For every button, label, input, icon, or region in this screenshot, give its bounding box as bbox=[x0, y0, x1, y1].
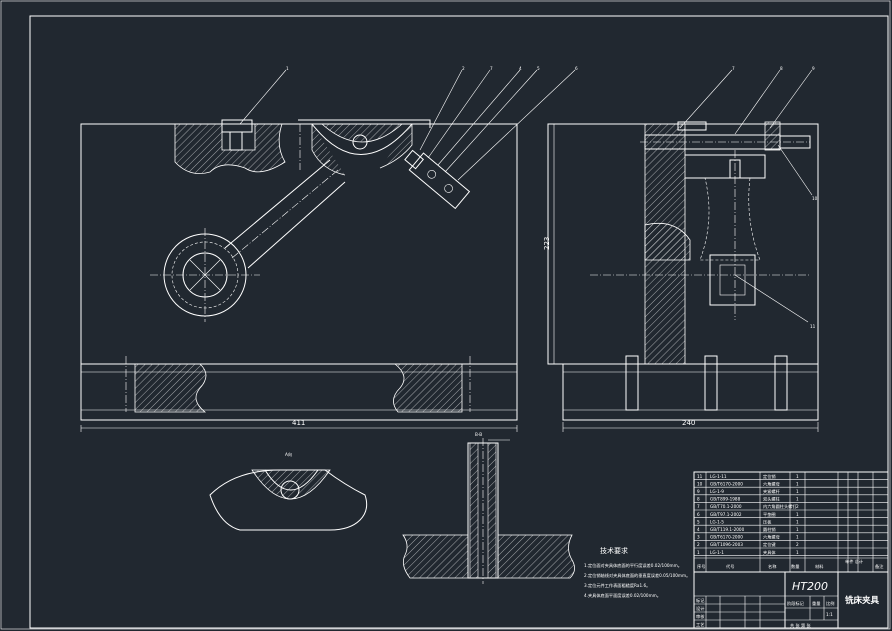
tech-req-line-2: 2.定位销轴线对夹具体底面的垂直度误差0.05/100mm。 bbox=[584, 572, 690, 579]
bom-header-no: 序号 bbox=[697, 563, 705, 570]
balloon-5: 5 bbox=[537, 66, 540, 71]
bom-cell-code: LG-1-1 bbox=[710, 550, 724, 555]
bom-cell-no: 5 bbox=[697, 519, 700, 524]
bom-header-code: 代号 bbox=[726, 563, 734, 570]
inner-border bbox=[29, 15, 889, 629]
bom-cell-code: GB/T1096-2003 bbox=[710, 542, 743, 547]
tech-req-line-4: 4.夹具体底面平面度误差0.02/100mm。 bbox=[584, 592, 661, 599]
bom-cell-name: 双头螺柱 bbox=[763, 496, 781, 503]
balloon-11-side: 11 bbox=[810, 324, 816, 329]
bom-cell-name: 压板 bbox=[763, 518, 772, 525]
balloon-leaders-front bbox=[239, 69, 576, 181]
bom-cell-qty: 1 bbox=[796, 512, 799, 517]
balloon-7-side: 7 bbox=[732, 66, 735, 71]
tb-scale: 1:1 bbox=[826, 612, 833, 617]
dim-height-side: 223 bbox=[543, 237, 551, 250]
bom-cell-no: 6 bbox=[697, 512, 700, 517]
bom-cell-qty: 2 bbox=[796, 504, 799, 509]
front-view bbox=[80, 119, 518, 432]
tb-weight-label: 重量 bbox=[812, 600, 820, 607]
dim-width-front: 411 bbox=[292, 419, 305, 427]
bom-cell-no: 11 bbox=[697, 474, 703, 479]
bom-cell-code: GB/T6170-2000 bbox=[710, 481, 743, 486]
balloon-9-side: 9 bbox=[812, 66, 815, 71]
dim-width-side: 240 bbox=[682, 419, 695, 427]
bom-cell-qty: 1 bbox=[796, 481, 799, 486]
bom-cell-qty: 1 bbox=[796, 497, 799, 502]
bom-cell-qty: 1 bbox=[796, 489, 799, 494]
bom-cell-code: GB/T899-1988 bbox=[710, 497, 741, 502]
balloon-6: 6 bbox=[575, 66, 578, 71]
section-bb-view bbox=[402, 438, 575, 584]
bom-cell-code: LG-1-9 bbox=[710, 489, 724, 494]
bom-cell-name: 内六角圆柱头螺钉 bbox=[763, 503, 797, 510]
bom-cell-qty: 1 bbox=[796, 535, 799, 540]
bom-cell-no: 1 bbox=[697, 550, 700, 555]
bom-table bbox=[693, 471, 889, 573]
tech-req-line-1: 1.定位面对夹具体底面的平行度误差0.02/100mm。 bbox=[584, 562, 682, 569]
detail-a-label: A向 bbox=[285, 451, 292, 457]
bom-cell-no: 9 bbox=[697, 489, 700, 494]
bom-header-material: 材料 bbox=[815, 563, 824, 570]
tb-row-1: 设计 bbox=[696, 605, 704, 612]
side-view bbox=[547, 69, 819, 432]
bom-header-remark: 备注 bbox=[875, 563, 884, 570]
bom-cell-name: 平垫圈 bbox=[763, 511, 776, 518]
balloon-7: 7 bbox=[490, 66, 493, 71]
bom-header-name: 名称 bbox=[768, 563, 776, 570]
bom-header-qty: 数量 bbox=[791, 563, 799, 570]
bom-cell-no: 3 bbox=[697, 535, 700, 540]
bom-cell-name: 六角螺母 bbox=[763, 534, 780, 541]
bom-header-weight: 单件 总计 bbox=[845, 558, 863, 565]
bom-cell-no: 8 bbox=[697, 497, 700, 502]
bom-cell-name: 夹具体 bbox=[763, 549, 776, 556]
bom-cell-name: 六角螺母 bbox=[763, 480, 780, 487]
bom-cell-no: 7 bbox=[697, 504, 700, 509]
section-bb-label: B-B bbox=[475, 432, 482, 437]
bom-cell-code: GB/T119.1-2000 bbox=[710, 527, 745, 532]
tb-scale-label: 比例 bbox=[826, 600, 834, 607]
tech-req-title: 技术要求 bbox=[600, 546, 628, 555]
tb-sheet: 共 张 第 张 bbox=[790, 622, 812, 629]
bom-cell-code: LG-1-11 bbox=[710, 474, 727, 479]
bom-cell-qty: 1 bbox=[796, 519, 799, 524]
title-block bbox=[693, 571, 889, 629]
tb-row-2: 审核 bbox=[696, 613, 705, 620]
balloon-1: 1 bbox=[286, 66, 289, 71]
bom-cell-no: 2 bbox=[697, 542, 700, 547]
detail-a-view bbox=[209, 469, 368, 531]
bom-cell-name: 定位销 bbox=[763, 473, 776, 480]
tb-material: HT200 bbox=[792, 580, 828, 593]
tb-row-0: 标记 bbox=[696, 597, 705, 604]
tb-stage-label: 阶段标记 bbox=[787, 600, 805, 607]
bom-cell-qty: 1 bbox=[796, 474, 799, 479]
bom-cell-name: 夹紧螺杆 bbox=[763, 488, 781, 495]
bom-cell-code: GB/T6170-2000 bbox=[710, 535, 743, 540]
bom-cell-code: GB/T70.1-2000 bbox=[710, 504, 742, 509]
bom-cell-name: 圆柱销 bbox=[763, 526, 776, 533]
tb-drawing-name: 铣床夹具 bbox=[845, 595, 880, 606]
bom-cell-qty: 1 bbox=[796, 550, 799, 555]
bom-cell-code: LG-1-5 bbox=[710, 519, 724, 524]
bom-cell-qty: 2 bbox=[796, 542, 799, 547]
balloon-8-side: 8 bbox=[780, 66, 783, 71]
balloon-2: 2 bbox=[462, 66, 465, 71]
tb-row-3: 工艺 bbox=[696, 622, 704, 627]
bom-cell-no: 4 bbox=[697, 527, 700, 532]
bom-cell-qty: 1 bbox=[796, 527, 799, 532]
bom-cell-name: 定位键 bbox=[763, 541, 776, 548]
balloon-10-side: 10 bbox=[812, 196, 818, 201]
bom-cell-no: 10 bbox=[697, 481, 703, 486]
bom-cell-code: GB/T97.1-2002 bbox=[710, 512, 742, 517]
balloon-4: 4 bbox=[519, 66, 522, 71]
tech-req-line-3: 3.定位元件工作表面粗糙度Ra1.6。 bbox=[584, 582, 650, 589]
